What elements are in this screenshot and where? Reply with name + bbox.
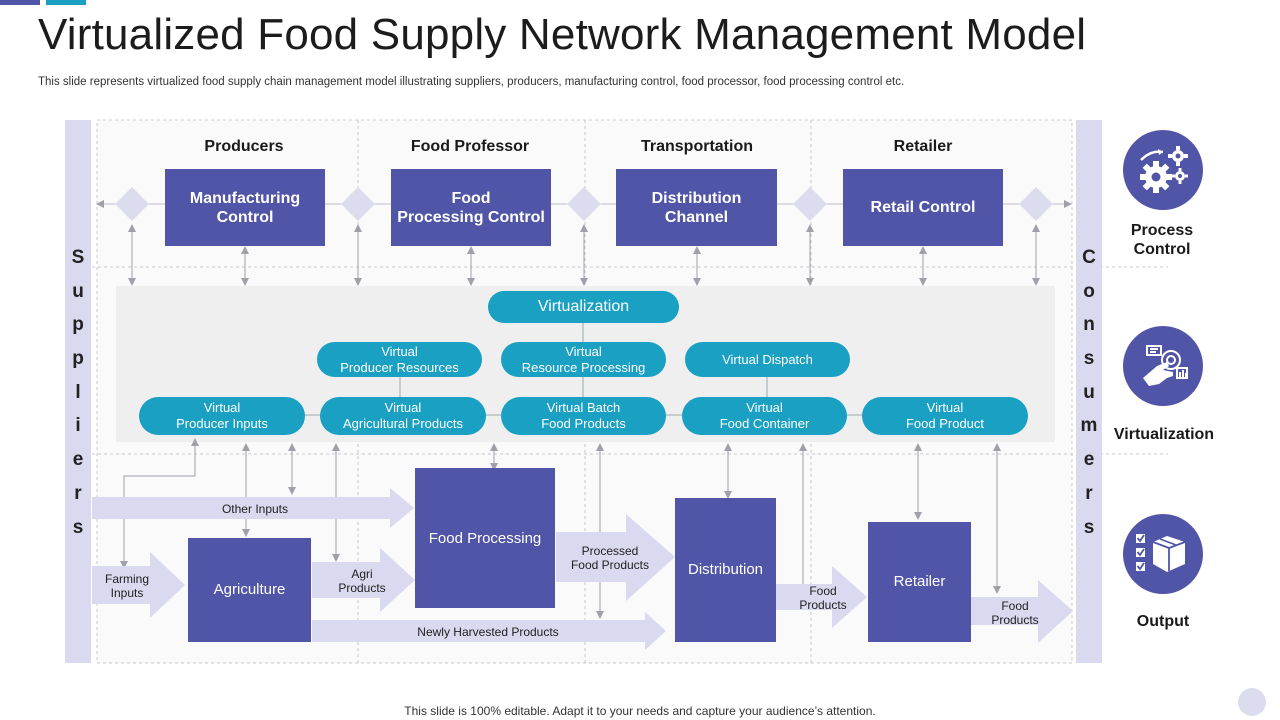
decorative-circle [1238,688,1266,716]
suppliers-letter: S [71,247,85,268]
suppliers-letter: p [72,348,84,370]
suppliers-bar [65,120,91,663]
column-heading-retailer: Retailer [893,138,953,155]
distribution-box: Distribution [675,498,776,642]
consumers-letter: s [1083,516,1095,538]
agriculture-box: Agriculture [188,538,311,642]
touch-screen-icon [1123,326,1203,406]
virtual-dispatch-pill: Virtual Dispatch [685,342,850,377]
other-inputs-label: Other Inputs [221,502,289,516]
column-heading-transportation: Transportation [640,138,753,155]
suppliers-letter: i [75,415,81,437]
top-accent-bar-2 [46,0,86,5]
column-heading-food-professor: Food Professor [410,138,530,155]
newly-harvested-label: Newly Harvested Products [417,625,559,639]
page-title: Virtualized Food Supply Network Manageme… [38,10,1087,59]
consumers-letter: s [1083,348,1095,370]
consumers-letter: u [1083,381,1095,403]
consumers-letter: r [1085,482,1093,504]
checklist-box-icon [1123,514,1203,594]
virtualization-label: Virtualization [1113,426,1215,443]
consumers-letter: m [1080,415,1098,437]
food-processing-box: Food Processing [415,468,555,608]
suppliers-letter: r [74,482,82,504]
consumers-letter: n [1083,314,1095,336]
suppliers-letter: l [75,381,81,403]
retailer-box: Retailer [868,522,971,642]
gears-icon [1123,130,1203,210]
column-heading-producers: Producers [204,138,284,155]
top-accent-bar-1 [0,0,40,5]
consumers-bar [1076,120,1102,663]
footer-note: This slide is 100% editable. Adapt it to… [404,704,876,718]
consumers-letter: e [1083,449,1095,471]
suppliers-letter: u [72,280,84,302]
consumers-letter: C [1082,247,1096,268]
suppliers-letter: s [72,516,84,538]
suppliers-letter: p [72,314,84,336]
virtualization-pill: Virtualization [488,291,679,323]
output-label: Output [1136,613,1190,630]
page-subtitle: This slide represents virtualized food s… [38,76,905,88]
suppliers-letter: e [72,449,84,471]
retail-control-box: Retail Control [843,169,1003,246]
consumers-letter: o [1083,280,1095,302]
